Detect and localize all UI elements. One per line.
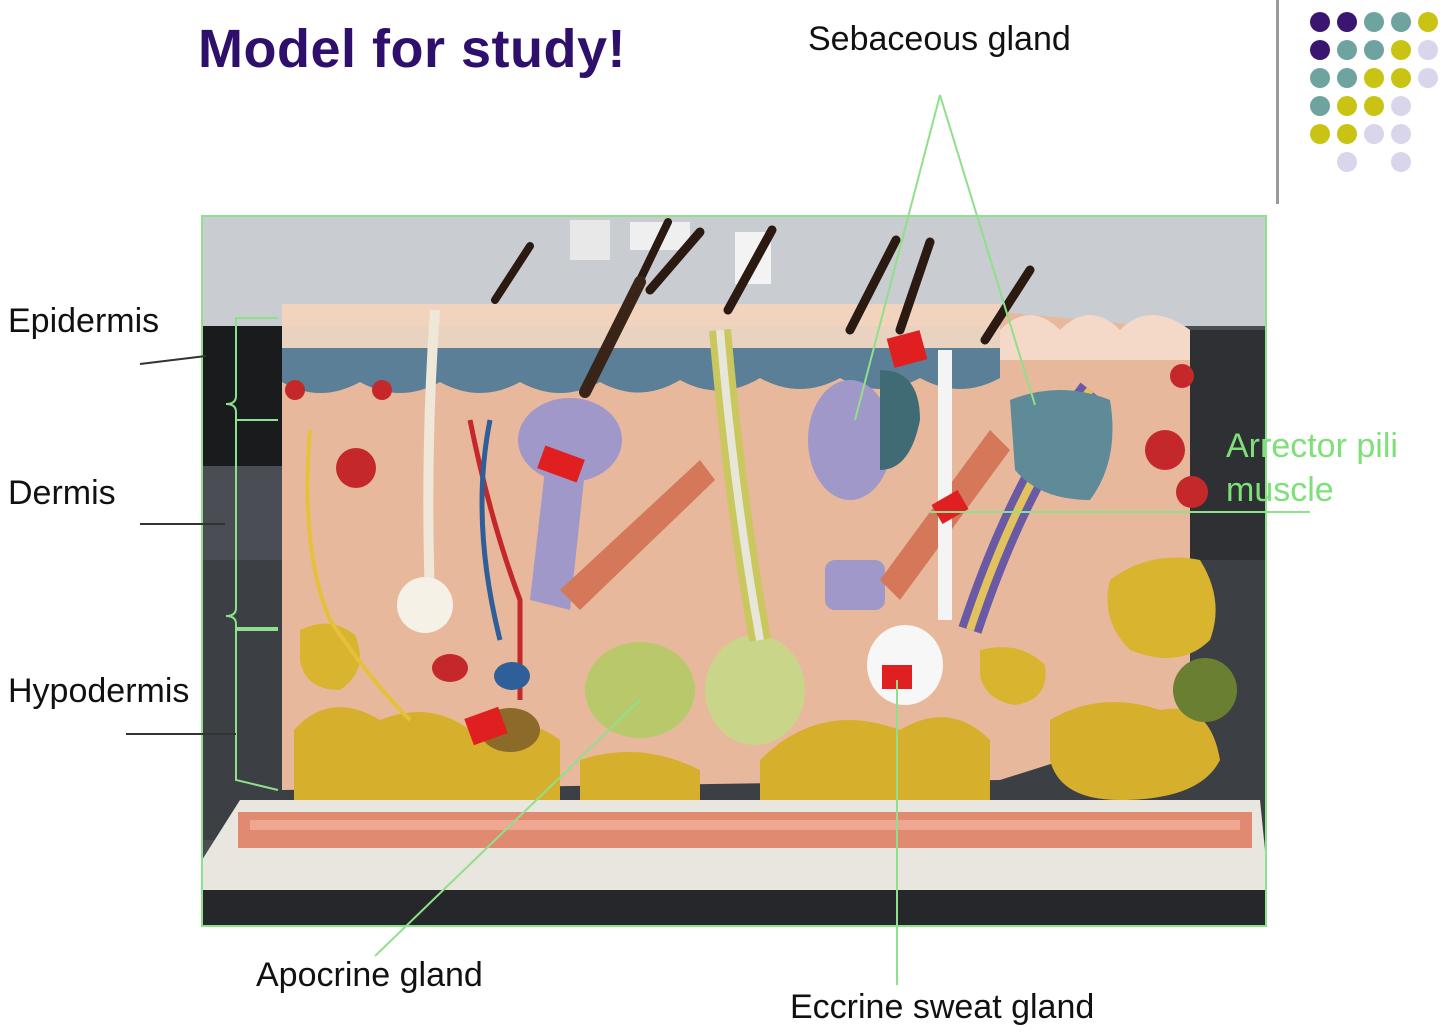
decorative-dot	[1337, 12, 1357, 32]
decorative-dot	[1310, 96, 1330, 116]
decorative-dot	[1418, 68, 1438, 88]
decorative-dot	[1418, 40, 1438, 60]
divider-line	[1276, 0, 1279, 204]
decorative-dot	[1391, 12, 1411, 32]
decorative-dot	[1337, 96, 1357, 116]
decorative-dot	[1391, 96, 1411, 116]
label-epidermis: Epidermis	[8, 302, 160, 340]
label-sebaceous-gland: Sebaceous gland	[808, 20, 1071, 58]
decorative-dot	[1337, 152, 1357, 172]
decorative-dot	[1310, 12, 1330, 32]
decorative-dot	[1364, 68, 1384, 88]
decorative-dot	[1391, 124, 1411, 144]
decorative-dot	[1364, 12, 1384, 32]
label-arrector-pili-line2: muscle	[1226, 471, 1334, 509]
decorative-dot	[1310, 40, 1330, 60]
decorative-dot	[1418, 12, 1438, 32]
decorative-dot	[1391, 40, 1411, 60]
decorative-dot	[1337, 40, 1357, 60]
decorative-dot	[1364, 96, 1384, 116]
decorative-dot	[1391, 152, 1411, 172]
label-hypodermis: Hypodermis	[8, 672, 190, 710]
decorative-dot	[1310, 124, 1330, 144]
label-arrector-pili-line1: Arrector pili	[1226, 427, 1398, 465]
label-apocrine-gland: Apocrine gland	[256, 956, 483, 994]
decorative-dot	[1364, 40, 1384, 60]
decorative-dot	[1391, 68, 1411, 88]
decorative-dot	[1310, 68, 1330, 88]
label-dermis: Dermis	[8, 474, 116, 512]
decorative-dot	[1364, 124, 1384, 144]
decorative-dot	[1337, 124, 1357, 144]
label-eccrine-sweat-gland: Eccrine sweat gland	[790, 988, 1095, 1026]
decorative-dot	[1337, 68, 1357, 88]
slide-title: Model for study!	[198, 19, 626, 79]
